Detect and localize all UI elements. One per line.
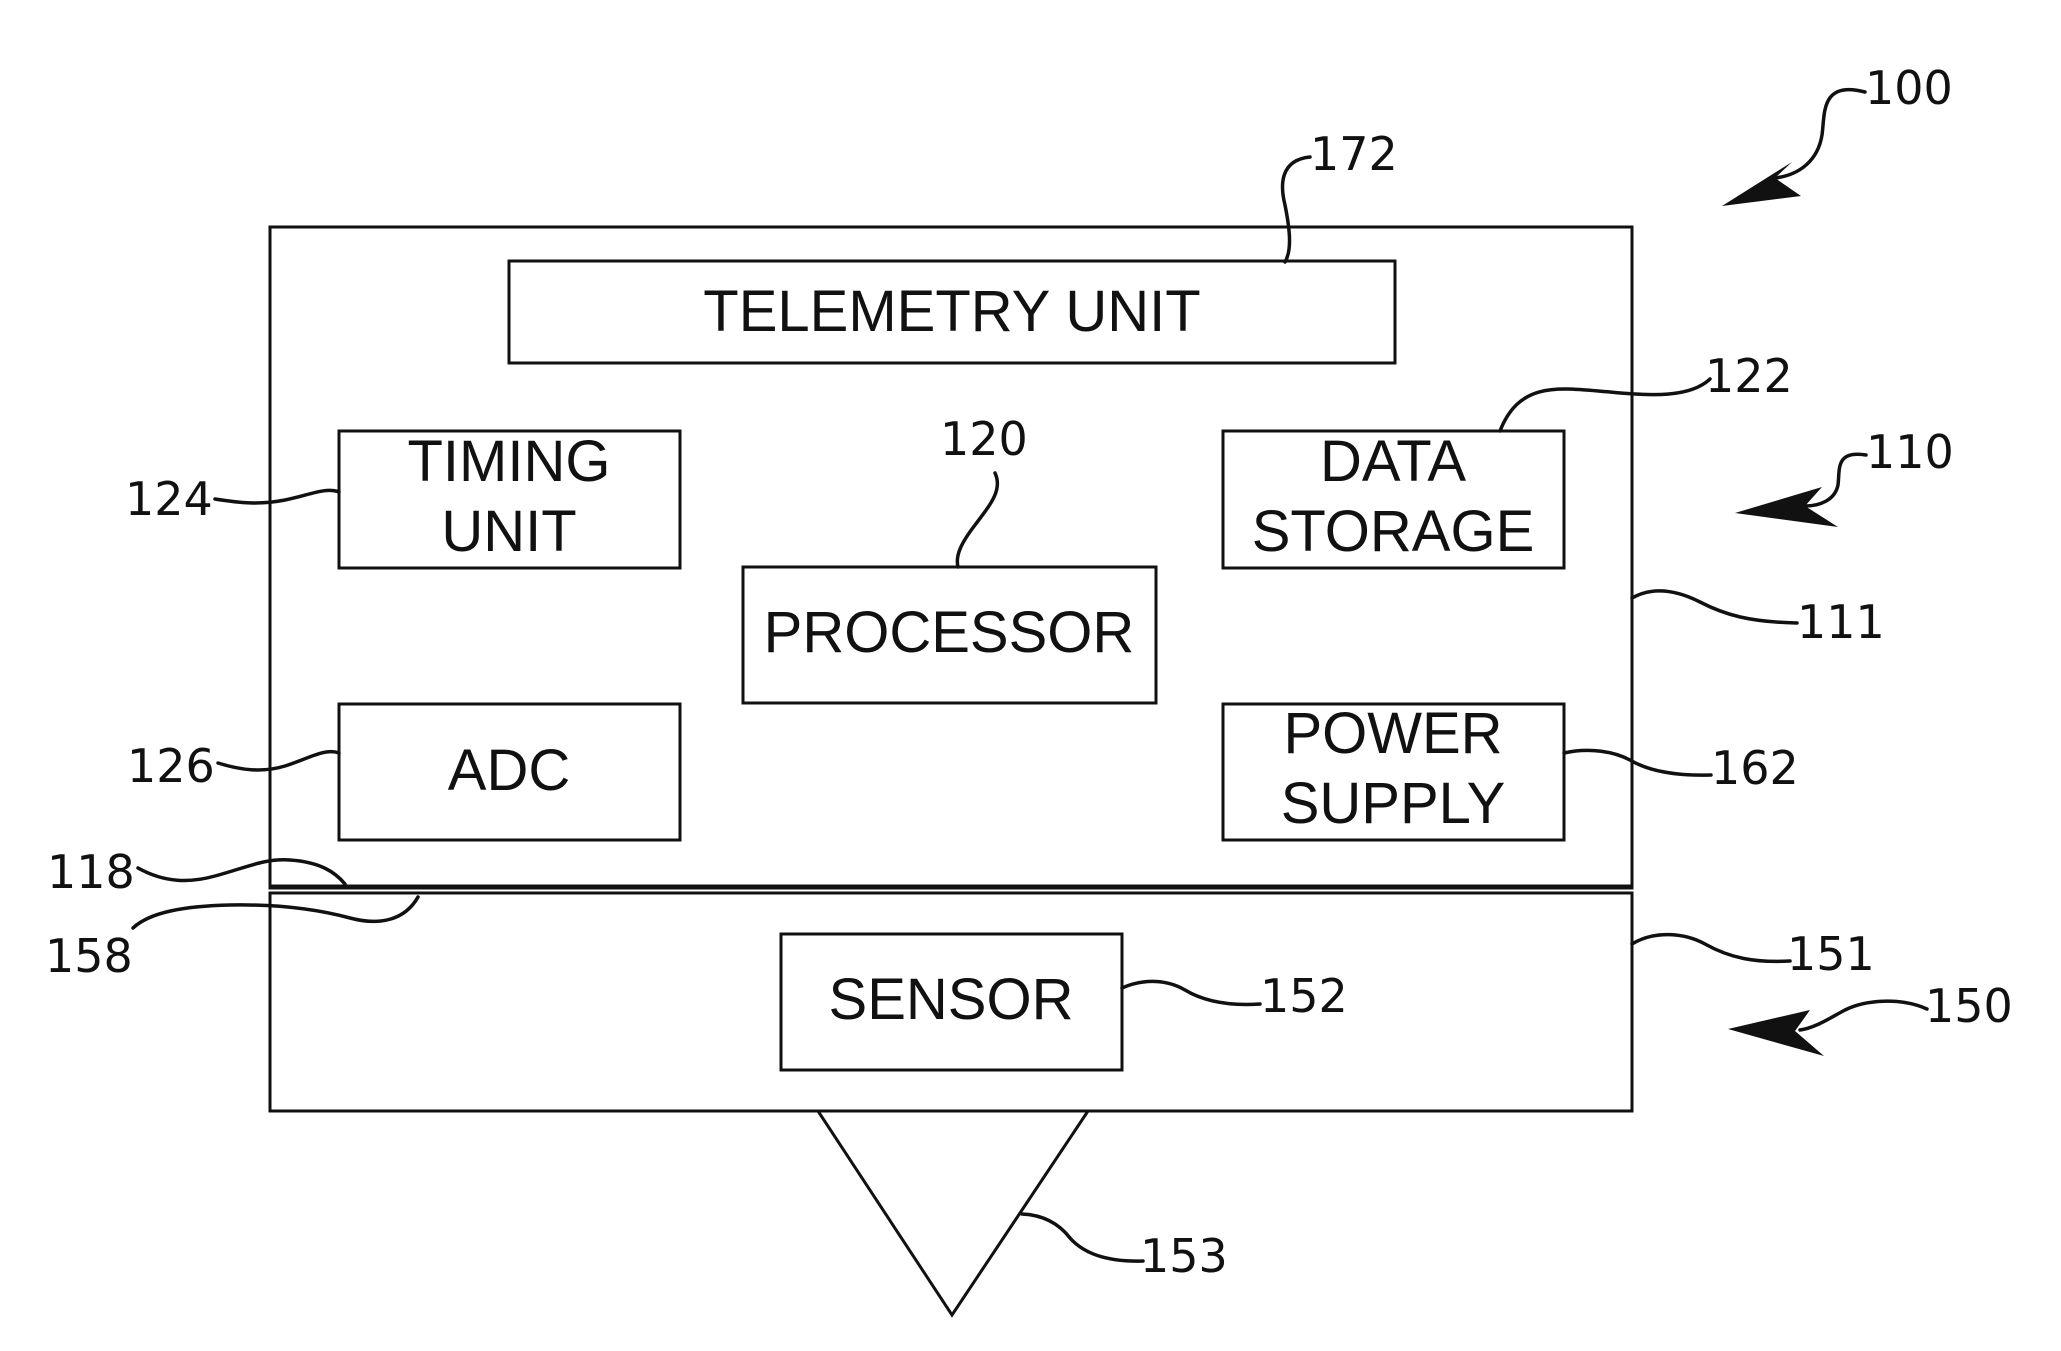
power-supply-label-line1: POWER bbox=[1283, 701, 1502, 766]
leader-172 bbox=[1283, 157, 1310, 262]
data-storage-label-line1: DATA bbox=[1320, 429, 1466, 494]
leader-110 bbox=[1805, 454, 1866, 506]
adc-label: ADC bbox=[448, 738, 570, 803]
data-storage-label-line2: STORAGE bbox=[1252, 499, 1535, 564]
ref-153: 153 bbox=[1140, 1229, 1228, 1283]
ref-172: 172 bbox=[1310, 127, 1398, 181]
probe-tip bbox=[818, 1111, 1088, 1315]
leader-153 bbox=[1022, 1214, 1143, 1261]
leader-152 bbox=[1122, 981, 1260, 1004]
telemetry-unit-label: TELEMETRY UNIT bbox=[703, 279, 1200, 344]
ref-126: 126 bbox=[127, 739, 215, 793]
processor-label: PROCESSOR bbox=[764, 600, 1135, 665]
leader-118 bbox=[138, 860, 345, 884]
timing-unit-label-line2: UNIT bbox=[441, 499, 576, 564]
ref-110: 110 bbox=[1866, 425, 1954, 479]
ref-124: 124 bbox=[125, 472, 213, 526]
ref-151: 151 bbox=[1787, 927, 1875, 981]
ref-120: 120 bbox=[940, 412, 1028, 466]
leader-162 bbox=[1564, 750, 1711, 775]
leader-151 bbox=[1632, 935, 1790, 962]
ref-118: 118 bbox=[47, 845, 135, 899]
arrowhead-100 bbox=[1722, 162, 1801, 206]
sensor-label: SENSOR bbox=[829, 967, 1074, 1032]
ref-111: 111 bbox=[1797, 595, 1885, 649]
ref-152: 152 bbox=[1260, 969, 1348, 1023]
arrowhead-150 bbox=[1728, 1010, 1824, 1056]
leader-150 bbox=[1800, 1001, 1927, 1030]
ref-162: 162 bbox=[1711, 741, 1799, 795]
leader-158 bbox=[133, 897, 418, 928]
ref-158: 158 bbox=[45, 929, 133, 983]
leader-122 bbox=[1500, 379, 1710, 431]
leader-120 bbox=[957, 473, 997, 567]
ref-122: 122 bbox=[1705, 349, 1793, 403]
power-supply-label-line2: SUPPLY bbox=[1281, 771, 1506, 836]
timing-unit-label-line1: TIMING bbox=[408, 429, 611, 494]
arrowhead-110 bbox=[1735, 487, 1838, 527]
ref-100: 100 bbox=[1865, 61, 1953, 115]
leader-124 bbox=[215, 490, 339, 503]
leader-111 bbox=[1632, 591, 1797, 623]
ref-150: 150 bbox=[1925, 979, 2013, 1033]
leader-126 bbox=[218, 752, 339, 770]
